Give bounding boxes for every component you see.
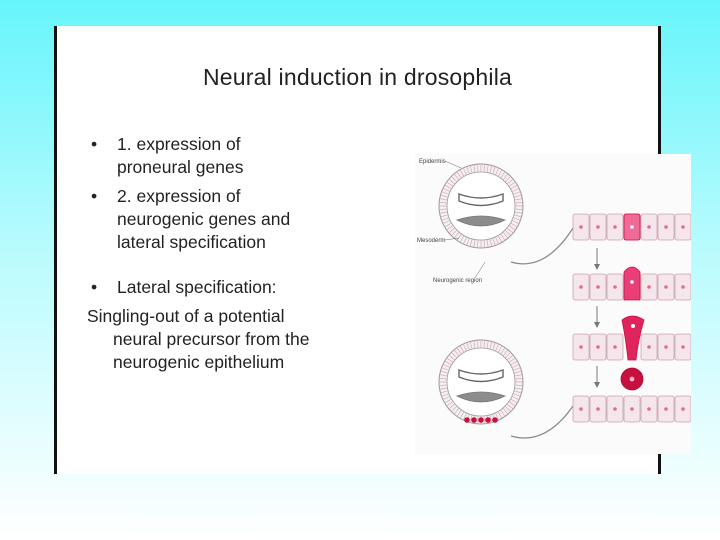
- cell-nucleus: [613, 345, 617, 349]
- cell-nucleus: [664, 285, 668, 289]
- cell-nucleus: [596, 345, 600, 349]
- cell-nucleus: [596, 285, 600, 289]
- slide-title: Neural induction in drosophila: [57, 64, 658, 91]
- precursor-nucleus: [631, 324, 635, 328]
- bullet-list: 1. expression of proneural genes 2. expr…: [91, 133, 361, 374]
- cell-nucleus: [681, 285, 685, 289]
- bullet-text: proneural genes: [117, 156, 361, 179]
- bullet-text: neurogenic genes and: [117, 208, 361, 231]
- bullet-text: 2. expression of: [117, 185, 361, 208]
- neuroblast-nucleus: [630, 377, 635, 382]
- cell-nucleus: [664, 345, 668, 349]
- embryo-cross-section-bottom: [439, 340, 523, 424]
- description-line: neural precursor from the: [87, 328, 361, 351]
- precursor-nucleus: [630, 225, 634, 229]
- cell-nucleus: [647, 407, 651, 411]
- cell-nucleus: [579, 285, 583, 289]
- neuroblast-dot: [471, 417, 477, 423]
- cell-nucleus: [596, 225, 600, 229]
- cell-nucleus: [613, 225, 617, 229]
- neuroblast-dot: [478, 417, 484, 423]
- cell-nucleus: [664, 225, 668, 229]
- description-line: neurogenic epithelium: [87, 351, 361, 374]
- drosophila-figure: Epidermis Mesoderm Neurogenic region: [415, 154, 691, 454]
- cell-nucleus: [647, 225, 651, 229]
- neuroblast-dot: [464, 417, 470, 423]
- cell-nucleus: [596, 407, 600, 411]
- bullet-neurogenic: 2. expression of neurogenic genes and la…: [91, 185, 361, 254]
- cell-nucleus: [579, 225, 583, 229]
- cell-nucleus: [579, 407, 583, 411]
- cell-nucleus: [647, 345, 651, 349]
- cell-nucleus: [664, 407, 668, 411]
- cell-nucleus: [681, 407, 685, 411]
- neuroblast-dot: [492, 417, 498, 423]
- bullet-proneural: 1. expression of proneural genes: [91, 133, 361, 179]
- figure-svg: Epidermis Mesoderm Neurogenic region: [415, 154, 691, 454]
- label-epidermis: Epidermis: [419, 159, 446, 165]
- bullet-text: Lateral specification:: [117, 276, 361, 299]
- precursor-nucleus: [630, 280, 634, 284]
- cell-nucleus: [681, 345, 685, 349]
- embryo-cross-section-top: [439, 164, 523, 248]
- neuroblast-dot: [485, 417, 491, 423]
- label-neurogenic-region: Neurogenic region: [433, 278, 482, 284]
- description-text: Singling-out of a potential neural precu…: [87, 305, 361, 374]
- bullet-text: 1. expression of: [117, 133, 361, 156]
- bullet-lateral: Lateral specification:: [91, 276, 361, 299]
- slide: Neural induction in drosophila 1. expres…: [54, 26, 661, 474]
- cell-nucleus: [681, 225, 685, 229]
- cell-nucleus: [579, 345, 583, 349]
- cell-nucleus: [613, 285, 617, 289]
- bullet-text: lateral specification: [117, 231, 361, 254]
- label-mesoderm: Mesoderm: [417, 238, 445, 244]
- cell-nucleus: [647, 285, 651, 289]
- description-line: Singling-out of a potential: [87, 305, 361, 328]
- cell-nucleus: [630, 407, 634, 411]
- cell-nucleus: [613, 407, 617, 411]
